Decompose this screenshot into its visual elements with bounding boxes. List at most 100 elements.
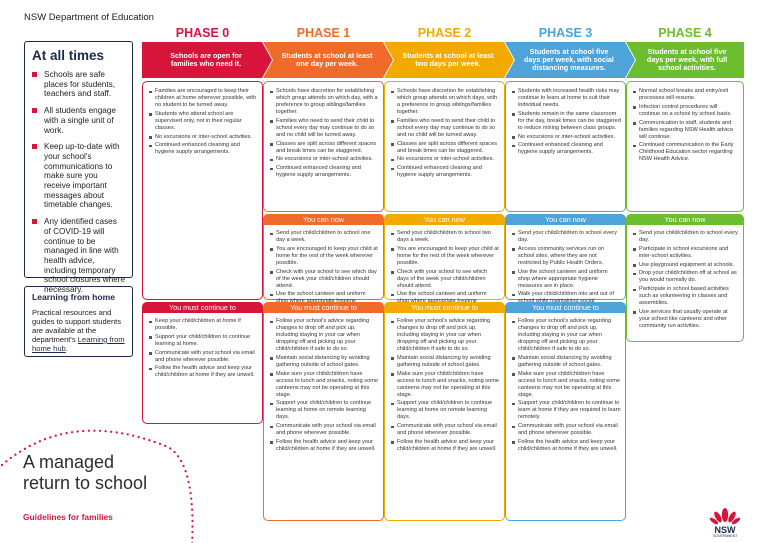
phase-3-overview-item: Students with increased health risks may… — [512, 88, 621, 109]
phase-1-can-box: Send your child/children to school one d… — [263, 214, 384, 311]
phase-2-overview-item: No excursions or inter-school activities… — [391, 156, 500, 163]
phase-3-can-box: Send your child/children to school every… — [505, 214, 626, 311]
phase-4-overview-item: Continued communication to the Early Chi… — [633, 142, 739, 163]
phase-1-must-bar: You must continue to — [263, 302, 384, 313]
phase-1-overview-item: Schools have discretion for establishing… — [270, 88, 379, 116]
phase-1-label: PHASE 1 — [296, 26, 351, 40]
phase-1-can-item: You are encouraged to keep your child at… — [270, 246, 379, 267]
phase-2-overview-item: Classes are split across different space… — [391, 141, 500, 155]
phase-0-overview-item: Students who attend school are supervise… — [149, 111, 258, 132]
phase-0-overview-item: No excursions or inter-school activities… — [149, 134, 258, 141]
phase-4-can-item: Participate in school excursions and int… — [633, 246, 739, 260]
nsw-government-logo: NSW GOVERNMENT — [706, 505, 744, 539]
at-all-times-item: Any identified cases of COVID-19 will co… — [32, 217, 125, 295]
chevron-arrow-icon — [142, 42, 272, 78]
phase-3-overview-item: Students remain in the same classroom fo… — [512, 111, 621, 132]
phase-1-overview-item: Families who need to send their child to… — [270, 118, 379, 139]
phase-2-overview-item: Schools have discretion for establishing… — [391, 88, 500, 116]
phase-0-must-item: Communicate with your school via email a… — [149, 350, 258, 364]
phase-1-overview-item: Classes are split across different space… — [270, 141, 379, 155]
phase-2-label: PHASE 2 — [417, 26, 472, 40]
phase-4-can-item: Use playground equipment at schools. — [633, 262, 739, 269]
phase-4-can-box: Send your child/children to school every… — [626, 214, 744, 342]
phase-2-chevron: Students at school at least two days per… — [384, 42, 514, 78]
phase-0-overview-item: Families are encouraged to keep their ch… — [149, 88, 258, 109]
phase-2-can-bar: You can now — [384, 214, 505, 225]
phase-3-can-bar: You can now — [505, 214, 626, 225]
phase-1-can-bar: You can now — [263, 214, 384, 225]
phase-1-must-box: Follow your school's advice regarding ch… — [263, 302, 384, 521]
phase-3-must-item: Communicate with your school via email a… — [512, 423, 621, 437]
at-all-times-item: Keep up-to-date with your school's commu… — [32, 142, 125, 210]
chevron-arrow-icon — [626, 42, 744, 78]
phase-1-must-item: Follow your school's advice regarding ch… — [270, 318, 379, 353]
phase-2-can-item: You are encouraged to keep your child at… — [391, 246, 500, 267]
phase-4-description: Students at school five days per week, w… — [646, 46, 728, 73]
phase-3-must-item: Follow your school's advice regarding ch… — [512, 318, 621, 353]
phase-0-description: Schools are open for families who need i… — [170, 50, 242, 68]
phase-1-must-item: Maintain social distancing by avoiding g… — [270, 355, 379, 369]
phase-1-description: Students at school at least one day per … — [281, 50, 373, 68]
phase-0-must-item: Follow the health advice and keep your c… — [149, 365, 258, 379]
waratah-icon — [709, 508, 741, 525]
phase-2-can-item: Send your child/children to school two d… — [391, 230, 500, 244]
phase-4-overview-box: Normal school breaks and entry/exit proc… — [626, 81, 744, 212]
at-all-times-panel: At all times Schools are safe places for… — [24, 41, 133, 294]
phase-4-can-item: Use services that usually operate at you… — [633, 309, 739, 330]
phase-2-can-item: Check with your school to see which days… — [391, 269, 500, 290]
phase-3-can-item: Access community services run on school … — [512, 246, 621, 267]
phase-4-chevron: Students at school five days per week, w… — [626, 42, 744, 78]
phase-3-overview-box: Students with increased health risks may… — [505, 81, 626, 212]
phase-2-description: Students at school at least two days per… — [402, 50, 494, 68]
phase-4-can-item: Drop your child/children off at school a… — [633, 270, 739, 284]
phase-3-must-bar: You must continue to — [505, 302, 626, 313]
phase-2-must-box: Follow your school's advice regarding ch… — [384, 302, 505, 521]
chevron-arrow-icon — [384, 42, 514, 78]
phase-2-can-box: Send your child/children to school two d… — [384, 214, 505, 311]
phase-0-overview-item: Continued enhanced cleaning and hygiene … — [149, 142, 258, 156]
phase-1-overview-item: No excursions or inter-school activities… — [270, 156, 379, 163]
phase-4-label: PHASE 4 — [658, 26, 712, 40]
chevron-arrow-icon — [505, 42, 635, 78]
learning-from-home-hub-link[interactable]: Learning from home hub — [32, 335, 125, 353]
phase-0-must-item: Support your child/children to continue … — [149, 334, 258, 348]
phase-3-overview-item: Continued enhanced cleaning and hygiene … — [512, 142, 621, 156]
learning-from-home-suffix: . — [65, 344, 68, 353]
phase-3-must-box: Follow your school's advice regarding ch… — [505, 302, 626, 521]
phase-0-label: PHASE 0 — [175, 26, 230, 40]
phase-3-overview-item: No excursions or inter-school activities… — [512, 134, 621, 141]
at-all-times-title: At all times — [32, 48, 105, 63]
phase-4-can-bar: You can now — [626, 214, 744, 225]
document-title: A managed return to school — [23, 452, 147, 494]
phase-2-must-item: Make sure your child/children have acces… — [391, 371, 500, 399]
phase-3-must-item: Make sure your child/children have acces… — [512, 371, 621, 399]
phase-3-label: PHASE 3 — [538, 26, 593, 40]
learning-from-home-body: Practical resources and guides to suppor… — [32, 308, 122, 344]
phase-3-must-item: Follow the health advice and keep your c… — [512, 439, 621, 453]
logo-text: NSW — [714, 525, 736, 535]
phase-2-must-item: Support your child/children to continue … — [391, 400, 500, 421]
phase-1-can-item: Check with your school to see which day … — [270, 269, 379, 290]
phase-2-overview-item: Continued enhanced cleaning and hygiene … — [391, 165, 500, 179]
learning-from-home-title: Learning from home — [32, 292, 116, 302]
phase-4-can-item: Participate in school based activities s… — [633, 286, 739, 307]
phase-1-must-item: Follow the health advice and keep your c… — [270, 439, 379, 453]
phase-2-must-item: Follow the health advice and keep your c… — [391, 439, 500, 453]
learning-from-home-panel: Learning from home Practical resources a… — [24, 286, 133, 357]
chevron-arrow-icon — [263, 42, 393, 78]
phase-3-must-item: Support your child/children to continue … — [512, 400, 621, 421]
phase-2-must-bar: You must continue to — [384, 302, 505, 313]
phase-3-description: Students at school five days per week, w… — [524, 46, 614, 73]
phase-2-overview-box: Schools have discretion for establishing… — [384, 81, 505, 212]
learning-from-home-text: Practical resources and guides to suppor… — [32, 308, 125, 353]
phase-0-must-item: Keep your child/children at home if poss… — [149, 318, 258, 332]
at-all-times-item: Schools are safe places for students, te… — [32, 70, 125, 99]
phase-1-overview-item: Continued enhanced cleaning and hygiene … — [270, 165, 379, 179]
phase-3-chevron: Students at school five days per week, w… — [505, 42, 635, 78]
phase-3-can-item: Use the school canteen and uniform shop … — [512, 269, 621, 290]
document-subtitle: Guidelines for families — [23, 512, 113, 522]
phase-4-overview-item: Communication to staff, students and fam… — [633, 120, 739, 141]
phase-0-overview-box: Families are encouraged to keep their ch… — [142, 81, 263, 300]
department-name: NSW Department of Education — [24, 12, 154, 23]
phase-1-chevron: Students at school at least one day per … — [263, 42, 393, 78]
